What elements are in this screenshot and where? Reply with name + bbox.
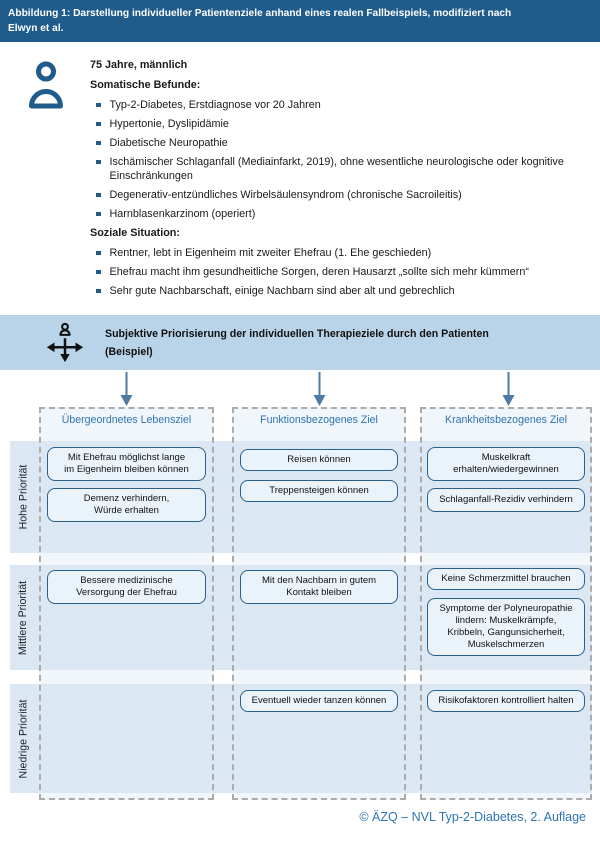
patient-icon: [27, 60, 65, 117]
list-item: Typ-2-Diabetes, Erstdiagnose vor 20 Jahr…: [96, 98, 582, 112]
column-disease-goal: [420, 407, 592, 800]
row-label-text: Niedrige Priorität: [17, 699, 29, 778]
list-item-text: Sehr gute Nachbarschaft, einige Nachbarn…: [109, 285, 455, 297]
list-item-text: Hypertonie, Dyslipidämie: [109, 118, 229, 130]
goal-box: Demenz verhindern, Würde erhalten: [47, 488, 206, 522]
column-function-goal: [232, 407, 406, 800]
list-item-text: Rentner, lebt in Eigenheim mit zweiter E…: [109, 247, 432, 259]
list-item-text: Diabetische Neuropathie: [109, 137, 228, 149]
goal-box: Schlaganfall-Rezidiv verhindern: [427, 488, 585, 512]
patient-age-sex: 75 Jahre, männlich: [90, 59, 188, 71]
column-header: Übergeordnetes Lebensziel: [61, 414, 192, 426]
list-item-text: Harnblasenkarzinom (operiert): [109, 208, 256, 220]
goal-box: Symptome der Polyneuropathie lindern: Mu…: [427, 598, 585, 656]
list-item: Harnblasenkarzinom (operiert): [96, 207, 582, 221]
goal-box: Eventuell wieder tanzen können: [240, 690, 398, 712]
bullet-square-icon: [96, 102, 101, 107]
list-item: Rentner, lebt in Eigenheim mit zweiter E…: [96, 246, 582, 260]
bullet-square-icon: [96, 159, 101, 164]
goal-box: Mit den Nachbarn in gutem Kontakt bleibe…: [240, 570, 398, 604]
goal-box: Risikofaktoren kontrolliert halten: [427, 690, 585, 712]
list-item: Ischämischer Schlaganfall (Mediainfarkt,…: [96, 155, 582, 183]
down-arrow-icon: [120, 372, 133, 406]
list-item-text: Ischämischer Schlaganfall (Mediainfarkt,…: [109, 156, 564, 182]
prioritization-banner-text: Subjektive Priorisierung der individuell…: [105, 328, 489, 358]
bullet-square-icon: [96, 269, 101, 274]
goal-box: Treppensteigen können: [240, 480, 398, 502]
bullet-square-icon: [96, 140, 101, 145]
down-arrow-icon: [313, 372, 326, 406]
patient-description: 75 Jahre, männlich Somatische Befunde: T…: [90, 58, 582, 303]
list-item: Hypertonie, Dyslipidämie: [96, 117, 582, 131]
somatic-findings-heading: Somatische Befunde:: [90, 79, 201, 91]
bullet-square-icon: [96, 121, 101, 126]
goal-box: Bessere medizinische Versorgung der Ehef…: [47, 570, 206, 604]
goal-box: Keine Schmerzmittel brauchen: [427, 568, 585, 590]
column-life-goal: [39, 407, 214, 800]
list-item: Diabetische Neuropathie: [96, 136, 582, 150]
goal-box: Mit Ehefrau möglichst lange im Eigenheim…: [47, 447, 206, 481]
list-item-text: Degenerativ-entzündliches Wirbelsäulensy…: [109, 189, 462, 201]
list-item: Sehr gute Nachbarschaft, einige Nachbarn…: [96, 284, 582, 298]
figure-caption-bar: Abbildung 1: Darstellung individueller P…: [0, 0, 600, 42]
prioritization-banner: Subjektive Priorisierung der individuell…: [0, 315, 600, 370]
row-label-text: Mittlere Priorität: [17, 580, 30, 655]
bullet-square-icon: [96, 288, 101, 293]
goal-box: Reisen können: [240, 449, 398, 471]
list-item-text: Typ-2-Diabetes, Erstdiagnose vor 20 Jahr…: [109, 99, 321, 111]
list-item: Degenerativ-entzündliches Wirbelsäulensy…: [96, 188, 582, 202]
person-arrows-icon: [46, 322, 84, 363]
row-label-high-priority: Hohe Priorität: [10, 441, 36, 553]
row-label-low-priority: Niedrige Priorität: [10, 684, 36, 793]
row-label-text: Hohe Priorität: [17, 464, 29, 530]
bullet-square-icon: [96, 250, 101, 255]
social-situation-list: Rentner, lebt in Eigenheim mit zweiter E…: [96, 246, 582, 298]
copyright-credit: © ÄZQ – NVL Typ-2-Diabetes, 2. Auflage: [359, 810, 586, 824]
goal-box: Muskelkraft erhalten/wiedergewinnen: [427, 447, 585, 481]
person-icon: [29, 61, 63, 109]
column-header: Krankheitsbezogenes Ziel: [445, 414, 567, 426]
list-item: Ehefrau macht ihm gesundheitliche Sorgen…: [96, 265, 582, 279]
row-label-mid-priority: Mittlere Priorität: [10, 565, 36, 670]
patient-direction-icon: [44, 321, 86, 370]
bullet-square-icon: [96, 192, 101, 197]
column-header: Funktionsbezogenes Ziel: [260, 414, 378, 426]
bullet-square-icon: [96, 211, 101, 216]
figure-caption: Abbildung 1: Darstellung individueller P…: [8, 8, 512, 34]
list-item-text: Ehefrau macht ihm gesundheitliche Sorgen…: [109, 266, 529, 278]
social-situation-heading: Soziale Situation:: [90, 227, 180, 239]
somatic-findings-list: Typ-2-Diabetes, Erstdiagnose vor 20 Jahr…: [96, 98, 582, 221]
down-arrow-icon: [502, 372, 515, 406]
